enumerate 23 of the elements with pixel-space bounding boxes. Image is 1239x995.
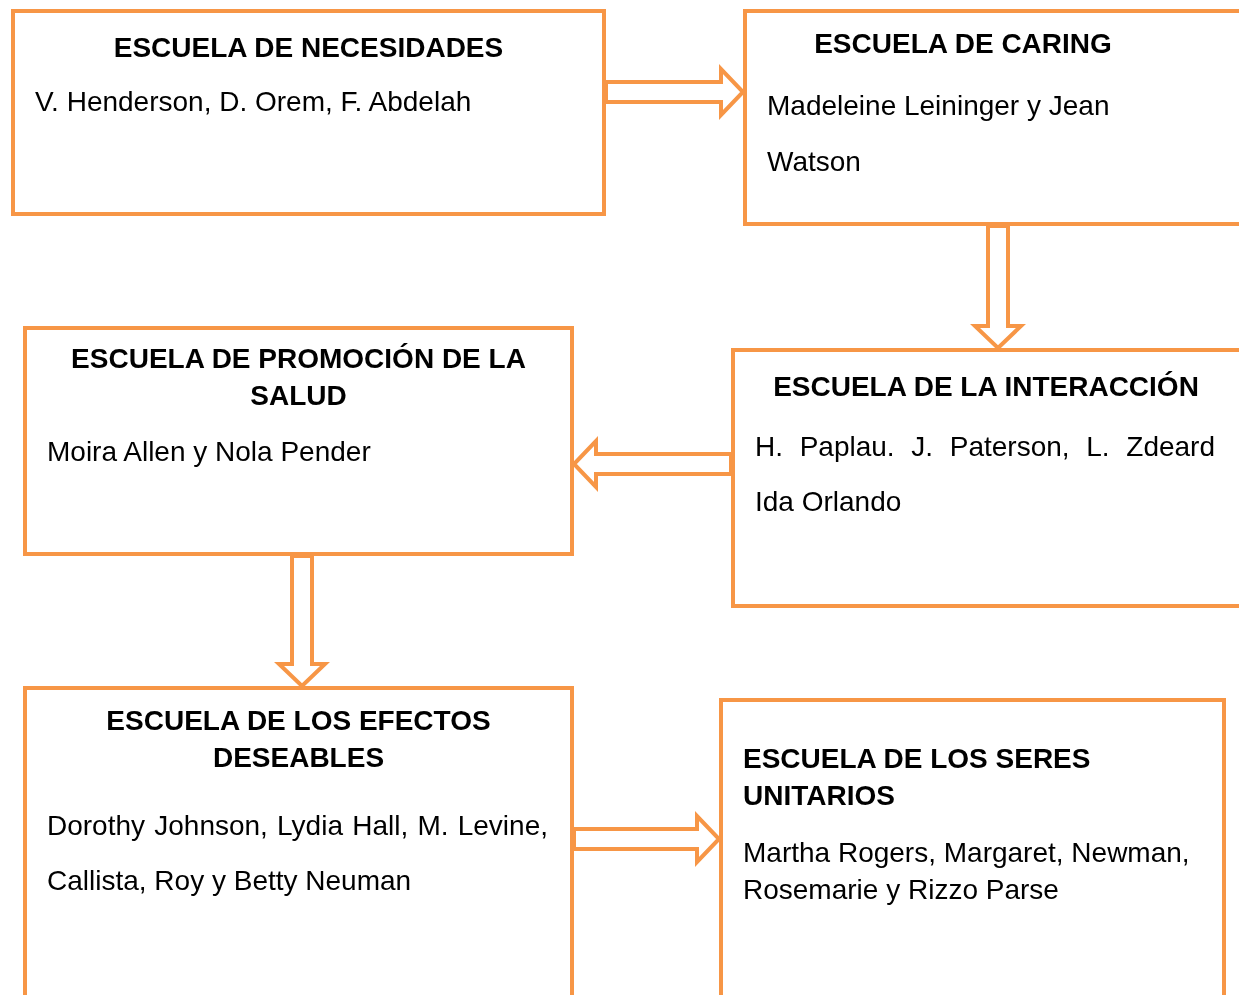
box-heading: ESCUELA DE LOS EFECTOS DESEABLES — [105, 704, 492, 775]
school-box — [743, 9, 1239, 226]
author-names: V. Henderson, D. Orem, F. Abdelah — [34, 85, 473, 119]
block-arrow — [970, 224, 1026, 351]
block-arrow — [604, 64, 746, 120]
author-names: H. Paplau. J. Paterson, L. Zdeard Ida Orlando — [754, 430, 1216, 519]
author-names: Dorothy Johnson, Lydia Hall, M. Levine, Callista, Roy y Betty Neuman — [46, 809, 549, 898]
box-heading: ESCUELA DE PROMOCIÓN DE LA SALUD — [70, 342, 527, 413]
block-arrow — [572, 811, 722, 867]
school-box — [23, 686, 574, 995]
author-names: Moira Allen y Nola Pender — [46, 435, 372, 469]
box-heading: ESCUELA DE LOS SERES UNITARIOS — [742, 742, 1092, 813]
author-names: Martha Rogers, Margaret, Newman, Rosemarie y Rizzo Parse — [742, 836, 1191, 907]
school-box — [23, 326, 574, 556]
box-heading: ESCUELA DE NECESIDADES — [112, 31, 505, 65]
school-box — [11, 9, 606, 216]
school-box — [719, 698, 1226, 995]
block-arrow — [571, 436, 733, 492]
school-box — [731, 348, 1239, 608]
box-heading: ESCUELA DE LA INTERACCIÓN — [772, 370, 1200, 404]
box-heading: ESCUELA DE CARING — [813, 27, 1113, 61]
block-arrow — [274, 554, 330, 689]
author-names: Madeleine Leininger y Jean Watson — [766, 89, 1111, 179]
